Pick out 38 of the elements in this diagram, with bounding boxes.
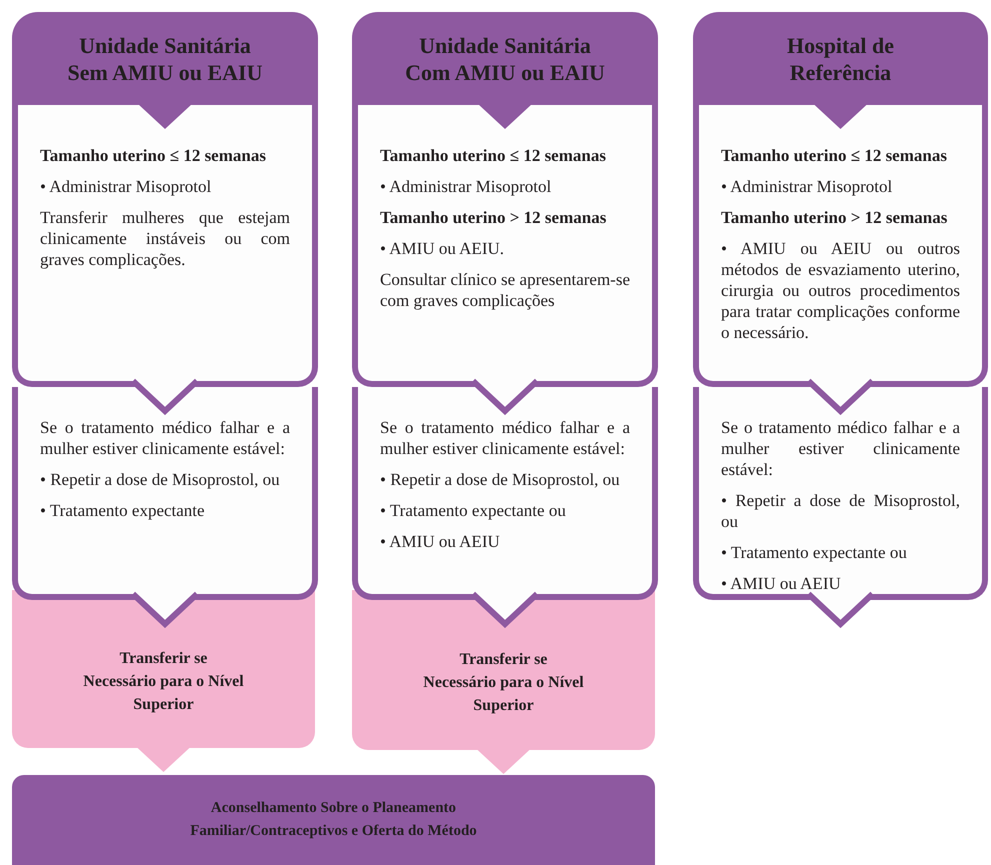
body-text: Consultar clínico se apresentarem-se com graves complicações xyxy=(380,269,630,311)
box-title: Transferir se Necessário para o Nível Superior xyxy=(422,650,585,716)
body-text: Tamanho uterino > 12 semanas xyxy=(721,207,948,228)
transfer-box xyxy=(12,590,315,748)
box-title: Unidade Sanitária Sem AMIU ou EAIU xyxy=(66,32,264,86)
body-text: Tamanho uterino ≤ 12 semanas xyxy=(721,145,948,166)
body-text: • Repetir a dose de Misoprostol, ou xyxy=(40,469,281,490)
box-title: Unidade Sanitária Com AMIU ou EAIU xyxy=(404,32,606,86)
body-text: • Administrar Misoprotol xyxy=(721,176,894,197)
box-title: Hospital de Referência xyxy=(786,32,895,86)
body-text: • Repetir a dose de Misoprostol, ou xyxy=(721,490,960,532)
body-text: Se o tratamento médico falhar e a mulher estiver clinicamente estável: xyxy=(721,417,960,480)
transfer-box xyxy=(352,590,655,750)
counseling-bar xyxy=(12,775,655,865)
body-text: • Administrar Misoprotol xyxy=(40,176,212,197)
body-text: Se o tratamento médico falhar e a mulher estiver clinicamente estável: xyxy=(40,417,290,459)
body-text: Tamanho uterino ≤ 12 semanas xyxy=(380,145,607,166)
content-box xyxy=(352,105,658,387)
box-title: Aconselhamento Sobre o Planeamento Familiar/Contraceptivos e Oferta do Método xyxy=(189,799,478,841)
body-text: • AMIU ou AEIU. xyxy=(380,238,506,259)
body-text: Transferir mulheres que estejam clinicamente instáveis ou com graves complicações. xyxy=(40,207,290,270)
body-text: Se o tratamento médico falhar e a mulher estiver clinicamente estável: xyxy=(380,417,630,459)
content-box xyxy=(352,387,658,600)
content-box xyxy=(693,387,988,600)
body-text: • AMIU ou AEIU ou outros métodos de esvaziamento uterino, cirurgia ou outros procedimentos para tratar complicações conforme o necessário. xyxy=(721,238,960,343)
body-text: • Tratamento expectante xyxy=(40,500,206,521)
body-text: • Repetir a dose de Misoprostol, ou xyxy=(380,469,621,490)
body-text: • AMIU ou AEIU xyxy=(380,531,501,552)
content-box xyxy=(693,105,988,387)
content-box xyxy=(12,105,318,387)
body-text: • Tratamento expectante ou xyxy=(721,542,908,563)
content-box xyxy=(12,387,318,600)
body-text: • Tratamento expectante ou xyxy=(380,500,567,521)
body-text: Tamanho uterino > 12 semanas xyxy=(380,207,608,228)
body-text: • Administrar Misoprotol xyxy=(380,176,552,197)
body-text: Tamanho uterino ≤ 12 semanas xyxy=(40,145,267,166)
body-text: • AMIU ou AEIU xyxy=(721,573,842,594)
box-title: Transferir se Necessário para o Nível Superior xyxy=(82,648,245,714)
